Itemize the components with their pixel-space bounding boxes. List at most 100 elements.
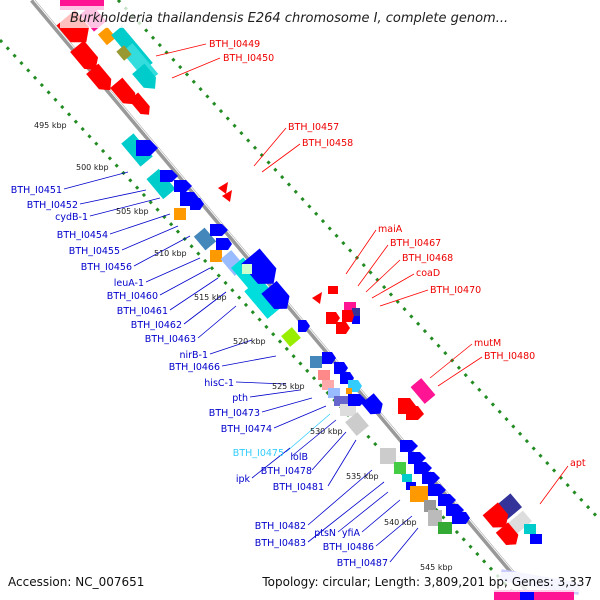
gene-glyph[interactable] <box>346 388 352 394</box>
gene-label[interactable]: BTH_I0450 <box>223 53 274 64</box>
gene-glyph[interactable] <box>342 310 354 322</box>
gene-label[interactable]: ptsN <box>314 528 336 539</box>
gene-glyph[interactable] <box>438 494 456 506</box>
gene-glyph[interactable] <box>110 77 140 110</box>
gene-glyph[interactable] <box>328 286 338 294</box>
gene-glyph[interactable] <box>414 462 432 474</box>
gene-glyph[interactable] <box>241 248 283 291</box>
gene-glyph[interactable] <box>174 208 186 220</box>
gene-glyph[interactable] <box>402 474 412 482</box>
gene-glyph[interactable] <box>380 448 396 464</box>
gene-glyph[interactable] <box>452 512 470 524</box>
gene-glyph[interactable] <box>530 534 542 544</box>
gene-glyph[interactable] <box>190 198 204 210</box>
gene-glyph[interactable] <box>438 522 452 534</box>
gene-glyph[interactable] <box>136 140 158 156</box>
gene-glyph[interactable] <box>422 472 440 484</box>
gene-glyph[interactable] <box>70 40 103 75</box>
gene-glyph[interactable] <box>408 452 426 464</box>
gene-label[interactable]: BTH_I0480 <box>484 351 535 362</box>
gene-label[interactable]: BTH_I0454 <box>57 230 108 241</box>
gene-glyph[interactable] <box>345 411 369 437</box>
gene-label[interactable]: BTH_I0449 <box>209 39 260 50</box>
gene-label[interactable]: BTH_I0468 <box>402 253 453 264</box>
gene-label[interactable]: pth <box>232 393 248 404</box>
gene-glyph[interactable] <box>328 388 340 398</box>
gene-glyph[interactable] <box>495 522 522 549</box>
gene-label[interactable]: BTH_I0463 <box>145 334 196 345</box>
gene-label[interactable]: BTH_I0467 <box>390 238 441 249</box>
gene-glyph[interactable] <box>406 406 424 420</box>
gene-label[interactable]: apt <box>570 458 586 469</box>
gene-glyph[interactable] <box>334 362 348 374</box>
gene-glyph[interactable] <box>210 224 228 236</box>
gene-glyph[interactable] <box>318 370 330 380</box>
gene-glyph[interactable] <box>160 170 178 182</box>
gene-glyph[interactable] <box>394 462 406 474</box>
gene-label[interactable]: lolB <box>290 452 308 463</box>
gene-glyph[interactable] <box>424 500 436 512</box>
gene-label[interactable]: BTH_I0457 <box>288 122 339 133</box>
gene-label[interactable]: coaD <box>416 268 440 279</box>
gene-label[interactable]: BTH_I0462 <box>131 320 182 331</box>
gene-glyph[interactable] <box>174 180 192 192</box>
gene-label[interactable]: mutM <box>474 338 501 349</box>
gene-label[interactable]: BTH_I0487 <box>337 558 388 569</box>
gene-label[interactable]: BTH_I0481 <box>273 482 324 493</box>
gene-label[interactable]: maiA <box>378 224 403 235</box>
gene-glyph[interactable] <box>128 92 154 118</box>
gene-glyph[interactable] <box>242 264 252 274</box>
gene-glyph[interactable] <box>482 502 514 533</box>
gene-glyph[interactable] <box>298 320 310 332</box>
gene-label[interactable]: ipk <box>236 474 251 485</box>
gene-glyph[interactable] <box>116 45 132 61</box>
gene-glyph[interactable] <box>352 308 360 316</box>
gene-label[interactable]: BTH_I0478 <box>261 466 312 477</box>
gene-label[interactable]: BTH_I0460 <box>107 291 158 302</box>
gene-glyph[interactable] <box>132 63 161 94</box>
gene-glyph[interactable] <box>86 63 116 96</box>
gene-glyph[interactable] <box>322 352 336 364</box>
gene-label[interactable]: BTH_I0482 <box>255 521 306 532</box>
gene-glyph[interactable] <box>352 316 360 324</box>
gene-label[interactable]: BTH_I0470 <box>430 285 481 296</box>
gene-glyph[interactable] <box>410 378 436 404</box>
gene-label[interactable]: BTH_I0461 <box>117 306 168 317</box>
gene-glyph[interactable] <box>218 182 228 194</box>
gene-label[interactable]: nirB-1 <box>179 350 208 361</box>
gene-glyph[interactable] <box>400 440 418 452</box>
gene-glyph[interactable] <box>361 393 386 419</box>
gene-glyph[interactable] <box>216 238 232 250</box>
gene-glyph[interactable] <box>281 327 301 347</box>
gene-glyph[interactable] <box>520 592 534 600</box>
gene-label[interactable]: BTH_I0455 <box>69 246 120 257</box>
gene-glyph[interactable] <box>336 322 350 334</box>
gene-glyph[interactable] <box>222 190 232 202</box>
gene-glyph[interactable] <box>524 524 536 534</box>
gene-glyph[interactable] <box>322 380 334 390</box>
gene-label[interactable]: BTH_I0452 <box>27 200 78 211</box>
gene-glyph[interactable] <box>326 312 340 324</box>
gene-glyph[interactable] <box>146 168 176 200</box>
gene-glyph[interactable] <box>210 250 222 262</box>
gene-label[interactable]: leuA-1 <box>114 278 144 289</box>
gene-label[interactable]: BTH_I0473 <box>209 408 260 419</box>
gene-glyph[interactable] <box>334 396 348 406</box>
gene-glyph[interactable] <box>312 292 322 304</box>
gene-label[interactable]: yfiA <box>342 528 361 539</box>
gene-glyph[interactable] <box>244 281 280 319</box>
gene-label[interactable]: BTH_I0483 <box>255 538 306 549</box>
gene-label[interactable]: cydB-1 <box>55 212 88 223</box>
gene-glyph[interactable] <box>348 394 366 406</box>
gene-glyph[interactable] <box>97 26 117 46</box>
gene-label-highlighted[interactable]: BTH_I0475 <box>233 448 284 459</box>
gene-glyph[interactable] <box>261 280 294 315</box>
gene-label[interactable]: BTH_I0474 <box>221 424 272 435</box>
gene-glyph[interactable] <box>310 356 322 368</box>
gene-glyph[interactable] <box>193 227 217 251</box>
gene-glyph[interactable] <box>410 486 428 502</box>
gene-label[interactable]: BTH_I0451 <box>11 185 62 196</box>
gene-glyph[interactable] <box>340 404 356 416</box>
gene-label[interactable]: BTH_I0456 <box>81 262 132 273</box>
gene-label[interactable]: BTH_I0486 <box>323 542 374 553</box>
